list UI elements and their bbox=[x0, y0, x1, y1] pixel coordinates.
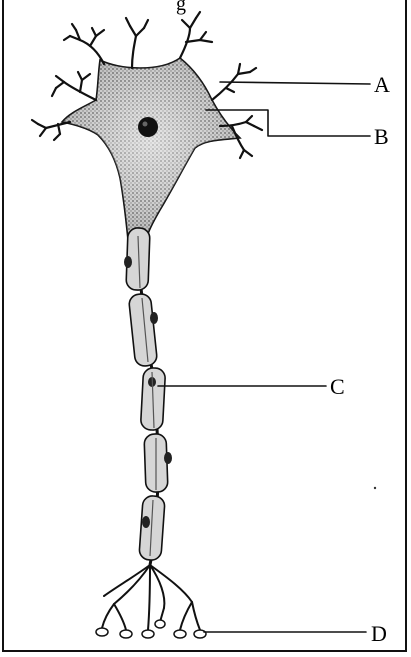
synaptic-knobs bbox=[96, 620, 206, 638]
label-leaders bbox=[158, 82, 370, 632]
label-b: B bbox=[374, 124, 389, 149]
label-a: A bbox=[374, 72, 390, 97]
top-text-fragment: g bbox=[176, 0, 186, 15]
label-c: C bbox=[330, 374, 345, 399]
label-d: D bbox=[371, 621, 387, 646]
axon-terminals bbox=[102, 565, 200, 630]
myelin-sheath bbox=[126, 228, 168, 561]
cell-body bbox=[62, 58, 240, 240]
axon bbox=[124, 228, 172, 565]
leader-a bbox=[220, 82, 370, 84]
nucleus bbox=[138, 117, 158, 137]
